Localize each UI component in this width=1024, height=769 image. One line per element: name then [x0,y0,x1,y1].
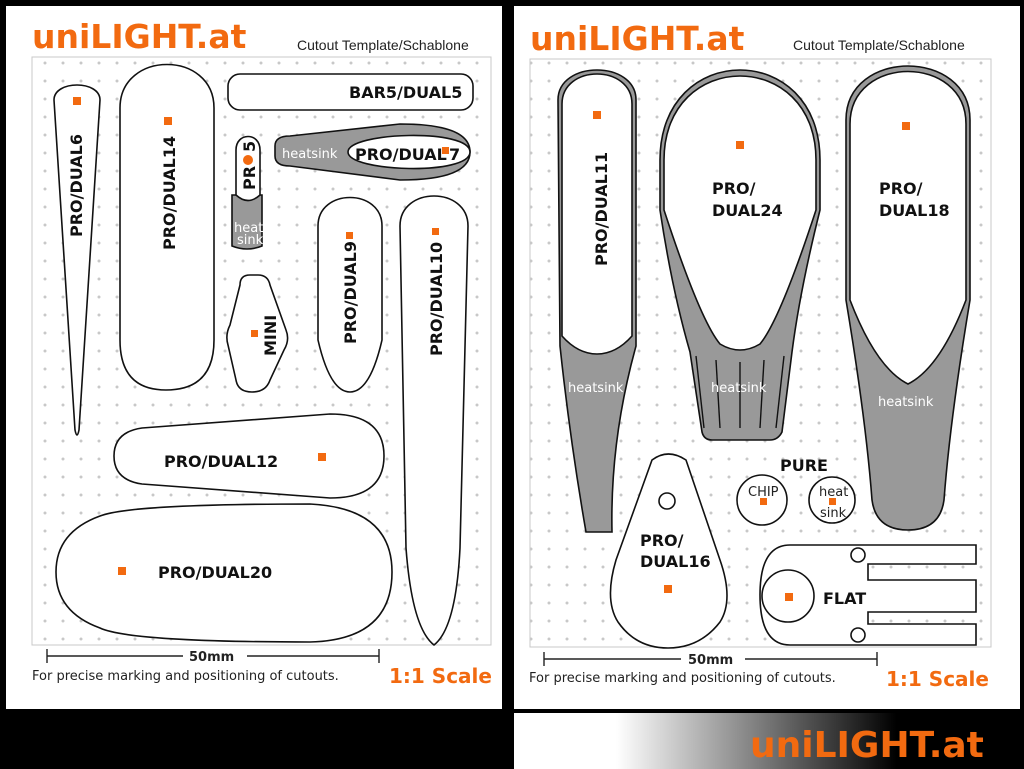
label-pro-dual6: PRO/DUAL6 [67,134,86,237]
ruler-label: 50mm [189,650,234,665]
mounting-hole [850,627,866,643]
marker-dot [760,498,767,505]
label-heatsink: heatsink [711,381,767,396]
scale-label: 1:1 Scale [389,664,492,688]
marker-dot [442,147,449,154]
cutout-pro-dual9: PRO/DUAL9 [317,196,383,393]
label-pure-sink: sink [820,506,847,521]
label-pro-dual10: PRO/DUAL10 [427,242,446,356]
marker-dot [118,567,126,575]
label-bar5-dual5: BAR5/DUAL5 [349,83,462,102]
label-pro-dual24-line2: DUAL24 [712,201,783,220]
label-pro-dual12: PRO/DUAL12 [164,452,278,471]
label-heatsink: heatsink [282,147,338,162]
cutout-pro-dual18: PRO/ DUAL18 heatsink [845,65,971,531]
label-pro-dual24-line1: PRO/ [712,179,756,198]
label-pro-dual16-line2: DUAL16 [640,552,711,571]
ruler-label: 50mm [688,653,733,668]
cutout-pro-dual16: PRO/ DUAL16 [609,453,728,649]
label-pro-dual9: PRO/DUAL9 [341,241,360,344]
marker-dot [432,228,439,235]
marker-dot [251,330,258,337]
cutout-pro-dual12: PRO/DUAL12 [113,413,385,499]
cutout-flat: FLAT [759,544,977,646]
label-heatsink: heatsink [568,381,624,396]
brand-logo-banner: uniLIGHT.at [750,725,984,766]
label-pro5-prefix: PR [240,166,259,190]
template-title: Cutout Template/Schablone [793,37,965,53]
cutout-pro-dual7: heatsink PRO/DUAL 7 [274,123,471,181]
marker-dot [736,141,744,149]
marker-dot [318,453,326,461]
mounting-hole [658,492,676,510]
template-title: Cutout Template/Schablone [297,37,469,53]
label-chip: CHIP [748,485,779,500]
cutout-pro-dual24: PRO/ DUAL24 heatsink [659,69,821,441]
marker-dot [593,111,601,119]
cutout-pro-dual11: PRO/DUAL11 heatsink [557,69,637,533]
brand-logo: uniLIGHT.at [530,19,745,58]
marker-dot [73,97,81,105]
banner-gradient [514,713,1024,769]
label-pro-dual7-number: 7 [449,145,460,164]
label-pro-dual20: PRO/DUAL20 [158,563,272,582]
marker-dot [785,593,793,601]
label-heatsink-heat: heat [234,221,263,236]
cutout-pro5: PR 5 heat sink [231,135,264,250]
marker-dot [346,232,353,239]
label-pro-dual18-line2: DUAL18 [879,201,950,220]
label-flat: FLAT [823,589,866,608]
marker-dot [164,117,172,125]
label-pro-dual7: PRO/DUAL [355,145,447,164]
cutout-pro-dual6: PRO/DUAL6 [53,84,101,436]
marker-dot [902,122,910,130]
label-pro-dual11: PRO/DUAL11 [592,152,611,266]
left-template-sheet: uniLIGHT.at Cutout Template/Schablone PR… [6,6,502,709]
marker-dot [829,498,836,505]
cutout-pro-dual14: PRO/DUAL14 [119,63,215,391]
label-pro-dual18-line1: PRO/ [879,179,923,198]
scale-label: 1:1 Scale [886,667,989,691]
label-pure: PURE [780,456,828,475]
label-pro-dual16-line1: PRO/ [640,531,684,550]
label-pro5-suffix: 5 [240,141,259,152]
cutout-pro-dual10: PRO/DUAL10 [399,195,469,647]
label-heatsink: heatsink [878,395,934,410]
ruler-50mm: 50mm [543,651,878,668]
right-template-sheet: uniLIGHT.at Cutout Template/Schablone PR… [514,6,1020,709]
mounting-hole [850,547,866,563]
cutout-bar5-dual5: BAR5/DUAL5 [227,73,474,111]
label-pro-dual14: PRO/DUAL14 [160,136,179,250]
marker-dot [243,155,253,165]
ruler-50mm: 50mm [46,648,380,665]
heatsink-fins [695,355,785,429]
cutout-pure: PURE CHIP heat sink [736,456,856,526]
label-pure-heat: heat [819,485,848,500]
marker-dot [664,585,672,593]
footer-note: For precise marking and positioning of c… [529,671,836,686]
brand-logo: uniLIGHT.at [32,17,247,56]
cutout-mini: MINI [226,274,289,393]
footer-note: For precise marking and positioning of c… [32,669,339,684]
bottom-banner: uniLIGHT.at [514,713,1024,769]
label-heatsink-sink: sink [237,233,264,248]
label-mini: MINI [261,315,280,356]
cutout-pro-dual20: PRO/DUAL20 [55,503,393,643]
